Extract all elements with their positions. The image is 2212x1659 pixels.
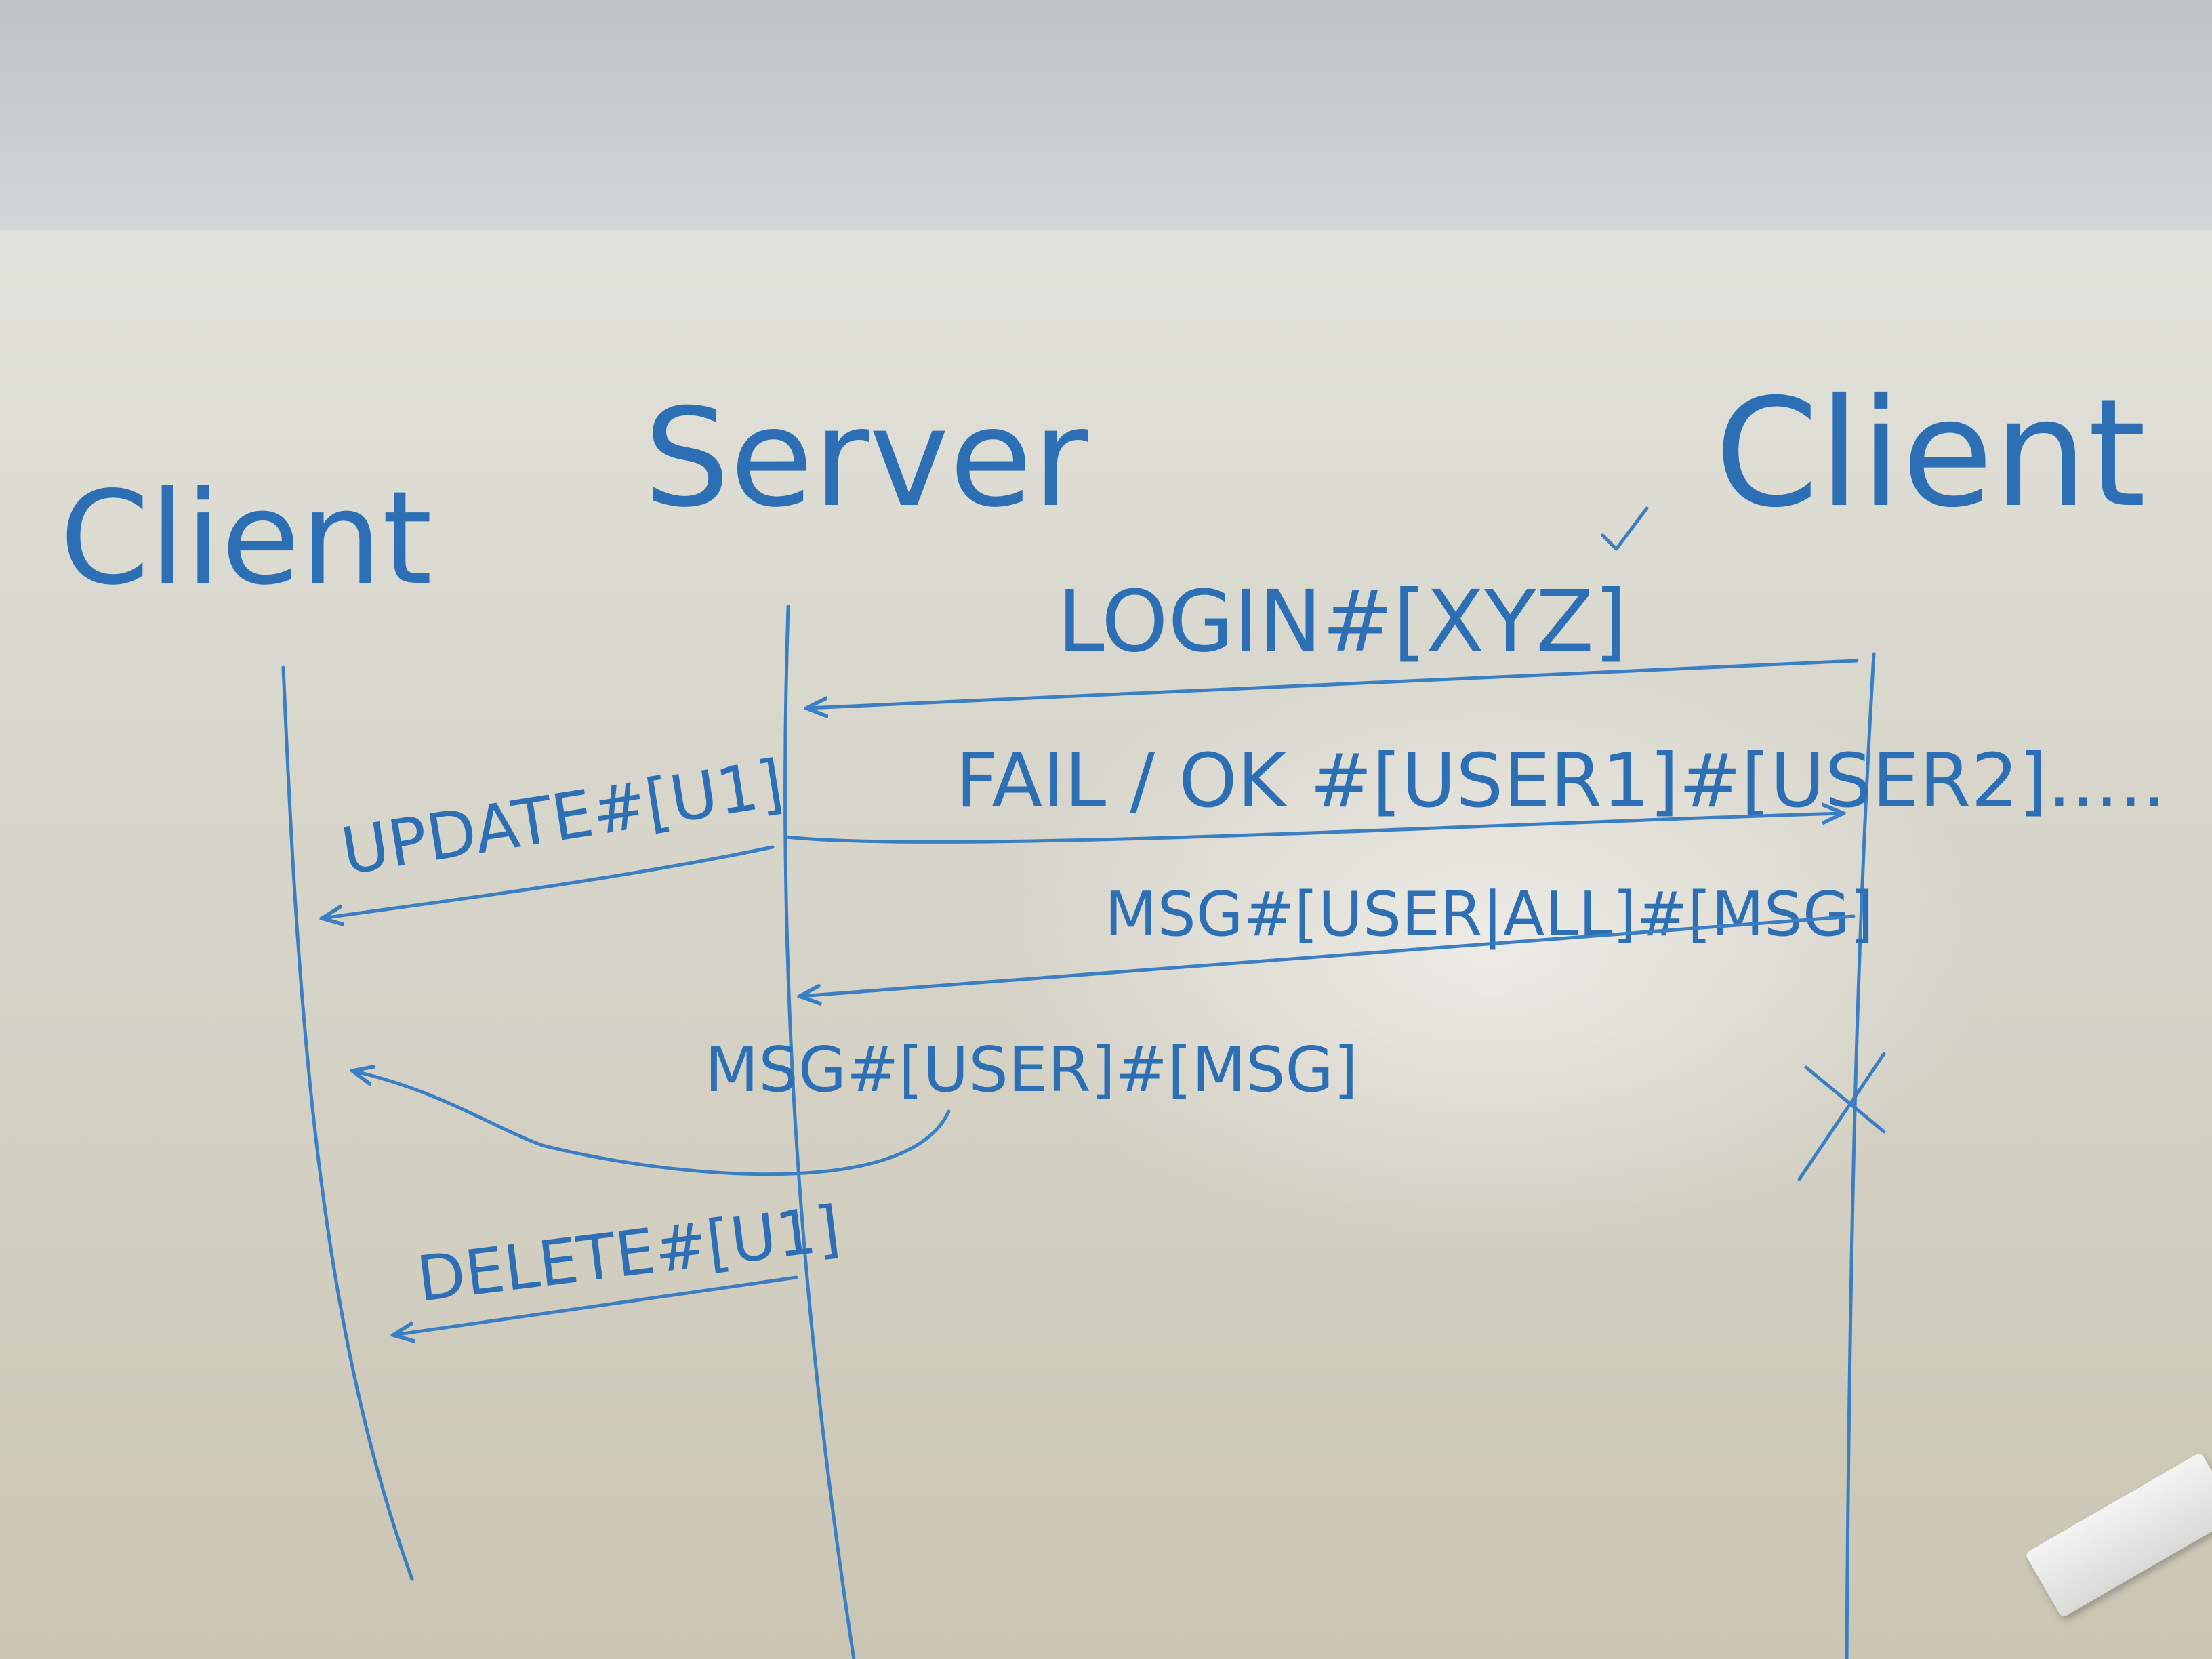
light-glare xyxy=(983,644,1999,1254)
participant-server: Server xyxy=(644,380,1089,537)
wall xyxy=(0,0,2212,230)
arrow-delete xyxy=(393,1275,798,1335)
checkmark xyxy=(1601,506,1649,551)
lifeline-client-right xyxy=(1845,652,1876,1659)
message-fail-ok-label: FAIL / OK #[USER1]#[USER2]..... xyxy=(956,737,2166,824)
message-update-label: UPDATE#[U1] xyxy=(336,746,788,890)
arrow-update xyxy=(322,845,775,918)
arrow-msg-user xyxy=(352,1071,951,1176)
message-login-label: LOGIN#[XYZ] xyxy=(1057,573,1627,671)
participant-client-left: Client xyxy=(60,464,432,613)
termination-cross xyxy=(1797,1052,1886,1181)
arrow-fail-ok xyxy=(784,813,1843,844)
lifeline-client-left xyxy=(281,665,414,1581)
message-msg-user-label: MSG#[USER]#[MSG] xyxy=(705,1033,1358,1106)
arrow-msg-all xyxy=(800,914,1856,996)
arrow-login xyxy=(806,659,1859,708)
message-delete-label: DELETE#[U1] xyxy=(413,1192,844,1316)
lifeline-server xyxy=(783,605,856,1659)
message-msg-all-label: MSG#[USER|ALL]#[MSG] xyxy=(1105,879,1874,950)
participant-client-right: Client xyxy=(1715,367,2146,540)
